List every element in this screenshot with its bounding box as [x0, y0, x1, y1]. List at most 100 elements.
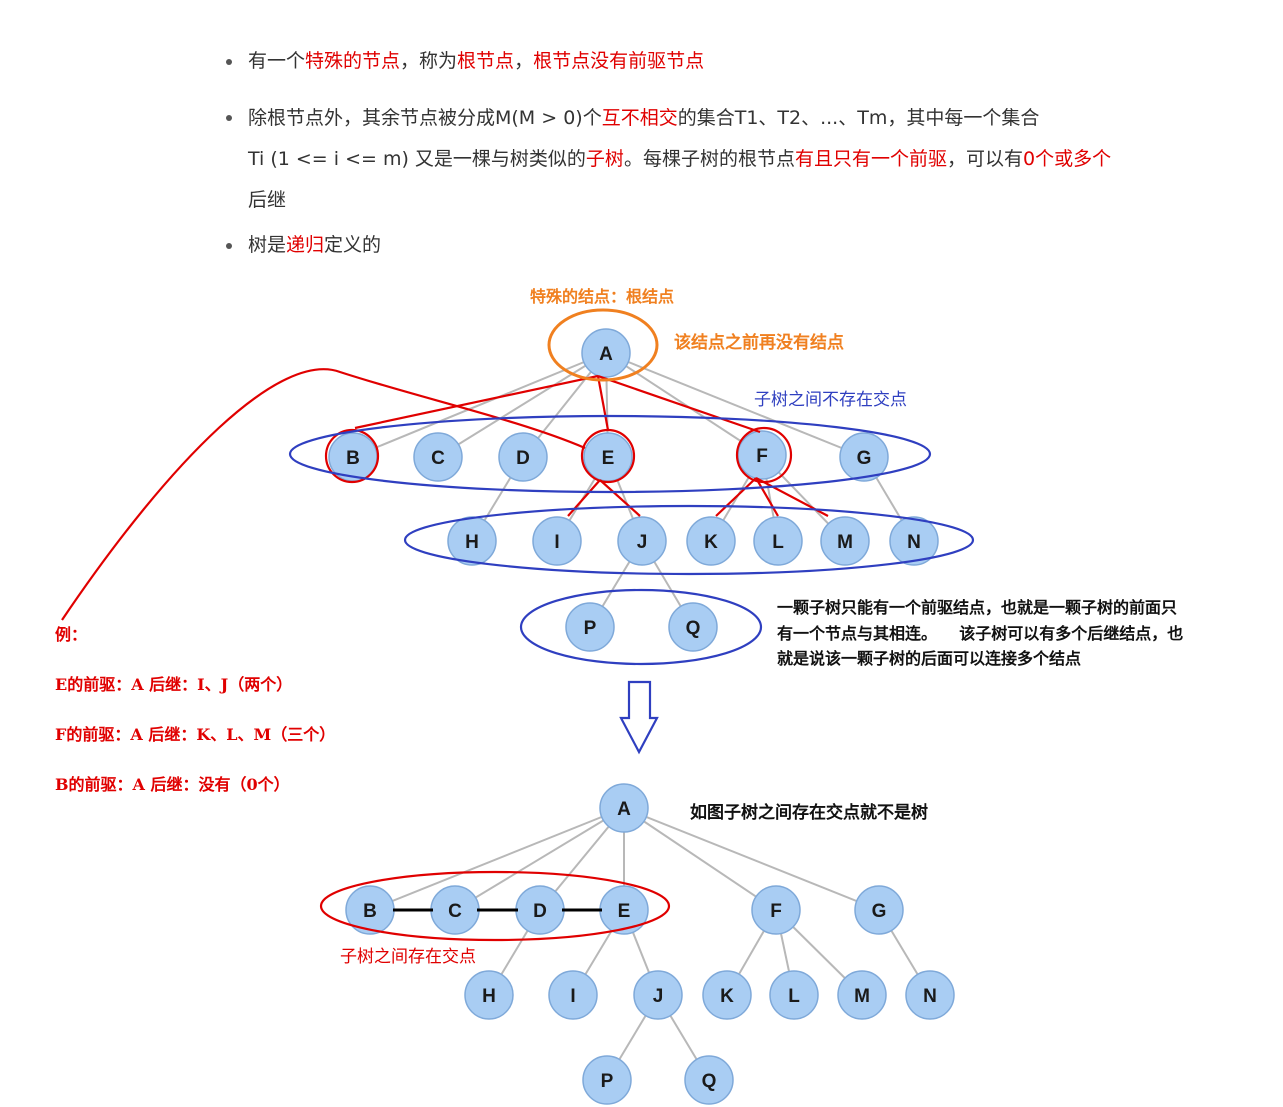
t2-node-p: P	[582, 1055, 632, 1105]
node-label: G	[857, 448, 872, 469]
node-circle	[702, 970, 752, 1020]
node-label: F	[756, 446, 768, 467]
text-run: 互不相交	[601, 107, 678, 129]
highlight-circle-b	[324, 428, 380, 484]
t1-edge-a-c	[437, 352, 607, 458]
t2-edge-a-c	[454, 807, 625, 911]
text-run: 树是	[248, 234, 287, 256]
t1-node-m: M	[820, 516, 870, 566]
node-label: B	[363, 901, 377, 922]
node-label: M	[837, 532, 853, 553]
node-circle	[548, 970, 598, 1020]
node-circle	[464, 970, 514, 1020]
node-label: M	[854, 986, 870, 1007]
text-run: 根节点没有前驱节点	[533, 50, 705, 72]
node-label: A	[599, 344, 613, 365]
node-circle	[498, 432, 548, 482]
node-label: N	[923, 986, 937, 1007]
node-label: F	[770, 901, 782, 922]
t1-node-i: I	[532, 516, 582, 566]
text-run: 子树	[585, 148, 624, 170]
example-title: 例：	[55, 625, 87, 644]
t2-node-e: E	[599, 885, 649, 935]
node-label: B	[346, 448, 360, 469]
highlight-edge-a-f	[597, 374, 761, 434]
highlight-edge-e-j	[599, 479, 641, 517]
text-run: ，	[514, 50, 534, 72]
t2-node-q: Q	[684, 1055, 734, 1105]
t1-node-j: J	[617, 516, 667, 566]
example-f: F的前驱：A 后继：K、L、M（三个）	[55, 725, 335, 744]
node-label: N	[907, 532, 921, 553]
t1-node-n: N	[889, 516, 939, 566]
t2-node-i: I	[548, 970, 598, 1020]
node-label: G	[872, 901, 887, 922]
node-label: P	[584, 618, 597, 639]
bullet-dot	[226, 115, 232, 121]
subtree-note-line2: 有一个节点与其相连。 该子树可以有多个后继结点，也	[777, 624, 1183, 643]
highlight-circle-e	[580, 428, 636, 484]
node-circle	[854, 885, 904, 935]
highlight-circle-f	[735, 426, 793, 484]
root-highlight-ellipse	[547, 308, 659, 382]
text-run: 后继	[248, 189, 287, 211]
has-intersect-label: 子树之间存在交点	[340, 947, 476, 967]
node-label: I	[554, 532, 559, 553]
node-circle	[565, 602, 615, 652]
highlight-edge-f-k	[715, 477, 757, 517]
text-run: 。每棵子树的根节点	[623, 148, 795, 170]
t1-node-g: G	[839, 432, 889, 482]
node-label: L	[772, 532, 784, 553]
node-label: C	[448, 901, 462, 922]
t1-node-a: A	[581, 328, 631, 378]
t1-node-d: D	[498, 432, 548, 482]
t2-edge-a-f	[623, 807, 777, 911]
node-circle	[837, 970, 887, 1020]
t1-edge-a-f	[605, 352, 763, 456]
node-circle	[839, 432, 889, 482]
tree2-intersect-ellipse	[319, 870, 671, 942]
t1-edge-a-g	[605, 352, 865, 458]
node-label: H	[465, 532, 479, 553]
node-circle	[413, 432, 463, 482]
tree1-level-ellipses	[288, 414, 975, 666]
example-b: B的前驱：A 后继：没有（0个）	[55, 775, 290, 794]
t1-node-b: B	[328, 432, 378, 482]
bullet-recursive-text: 树是递归定义的	[248, 234, 381, 256]
t1-node-k: K	[686, 516, 736, 566]
node-circle	[668, 602, 718, 652]
t1-node-e: E	[583, 432, 633, 482]
subtree-note-line1: 一颗子树只能有一个前驱结点，也就是一颗子树的前面只	[777, 598, 1177, 617]
root-note-label: 该结点之前再没有结点	[674, 332, 844, 353]
t1-node-c: C	[413, 432, 463, 482]
node-circle	[684, 1055, 734, 1105]
text-run: ，可以有	[946, 148, 1023, 170]
highlight-edge-a-e	[596, 375, 610, 431]
t2-node-h: H	[464, 970, 514, 1020]
node-label: E	[602, 448, 615, 469]
node-circle	[582, 1055, 632, 1105]
text-run: 有且只有一个前驱	[794, 148, 947, 170]
bullet-root-node-text: 有一个特殊的节点，称为根节点，根节点没有前驱节点	[248, 50, 704, 72]
example-e: E的前驱：A 后继：I、J（两个）	[55, 675, 292, 694]
t2-node-n: N	[905, 970, 955, 1020]
down-arrow-icon	[619, 680, 659, 755]
node-label: E	[618, 901, 631, 922]
t1-node-f: F	[737, 430, 787, 480]
node-circle	[753, 516, 803, 566]
t2-node-d: D	[515, 885, 565, 935]
t2-node-a: A	[599, 783, 649, 833]
node-label: C	[431, 448, 445, 469]
node-circle	[905, 970, 955, 1020]
node-label: Q	[702, 1071, 717, 1092]
t1-node-p: P	[565, 602, 615, 652]
t2-node-c: C	[430, 885, 480, 935]
t2-edge-a-g	[623, 807, 880, 911]
bullet-dot	[226, 243, 232, 249]
t2-node-l: L	[769, 970, 819, 1020]
bullet-subtrees-line1: 除根节点外，其余节点被分成M(M > 0)个互不相交的集合T1、T2、...、T…	[248, 107, 1039, 129]
node-circle	[686, 516, 736, 566]
tree2-edges	[369, 807, 931, 1081]
